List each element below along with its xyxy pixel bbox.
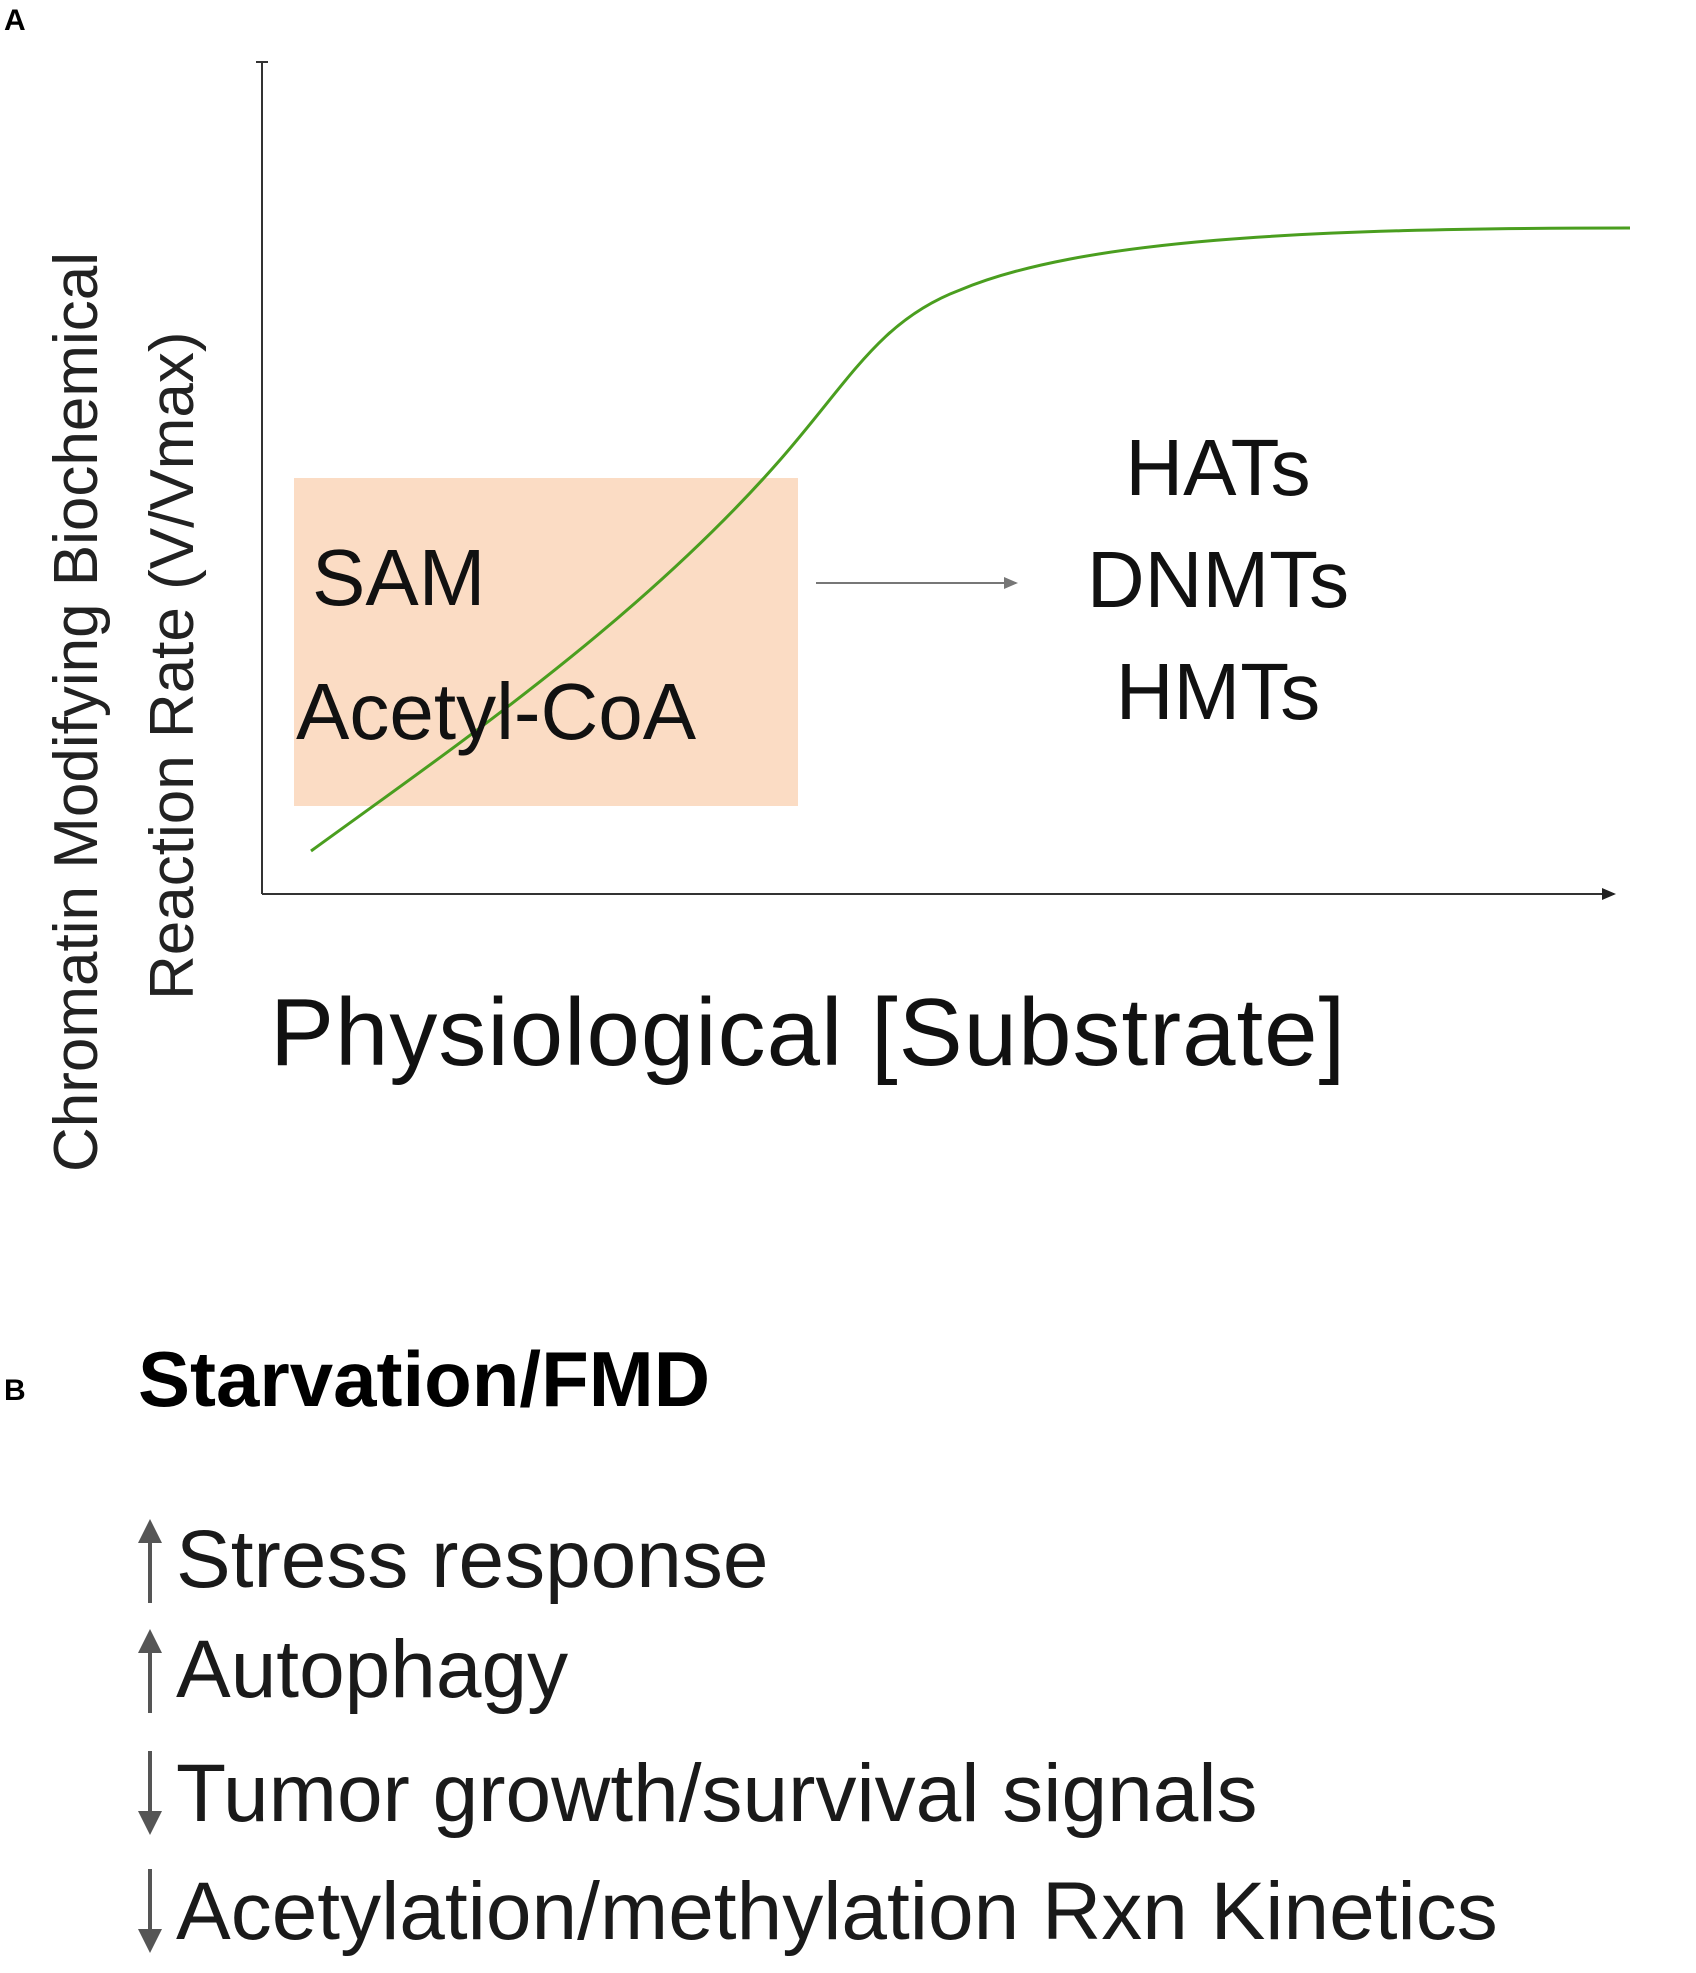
- effect-row: Acetylation/methylation Rxn Kinetics: [130, 1862, 1498, 1962]
- up-arrow-icon: [138, 1519, 162, 1603]
- y-axis-title-line2: Reaction Rate (V/Vmax): [138, 331, 207, 1000]
- enzyme-label-hmts: HMTs: [1115, 647, 1321, 736]
- up-arrow-icon: [138, 1629, 162, 1713]
- effect-text: Autophagy: [176, 1624, 569, 1715]
- effect-text: Stress response: [176, 1514, 769, 1605]
- down-arrow-icon: [138, 1751, 162, 1835]
- panel-a-label: A: [4, 4, 26, 37]
- substrate-label-sam: SAM: [312, 533, 486, 622]
- down-arrow-icon: [138, 1869, 162, 1953]
- panel-b-label: B: [4, 1374, 26, 1407]
- x-axis-title: Physiological [Substrate]: [270, 979, 1347, 1086]
- effect-row: Stress response: [130, 1510, 769, 1610]
- substrate-label-acetyl-coa: Acetyl-CoA: [296, 667, 697, 756]
- reaction-rate-curve: [310, 226, 1631, 853]
- effect-text: Tumor growth/survival signals: [176, 1748, 1258, 1839]
- enzyme-label-hats: HATs: [1125, 423, 1311, 512]
- panel-a-diagram: [256, 61, 1631, 900]
- substrate-region-box: [294, 478, 798, 806]
- effect-row: Autophagy: [130, 1620, 568, 1720]
- effect-row: Tumor growth/survival signals: [130, 1744, 1258, 1844]
- y-axis-title-line1: Chromatin Modifying Biochemical: [42, 251, 111, 1172]
- effect-text: Acetylation/methylation Rxn Kinetics: [176, 1866, 1498, 1957]
- enzyme-label-dnmts: DNMTs: [1086, 535, 1350, 624]
- panel-b-title: Starvation/FMD: [138, 1335, 711, 1423]
